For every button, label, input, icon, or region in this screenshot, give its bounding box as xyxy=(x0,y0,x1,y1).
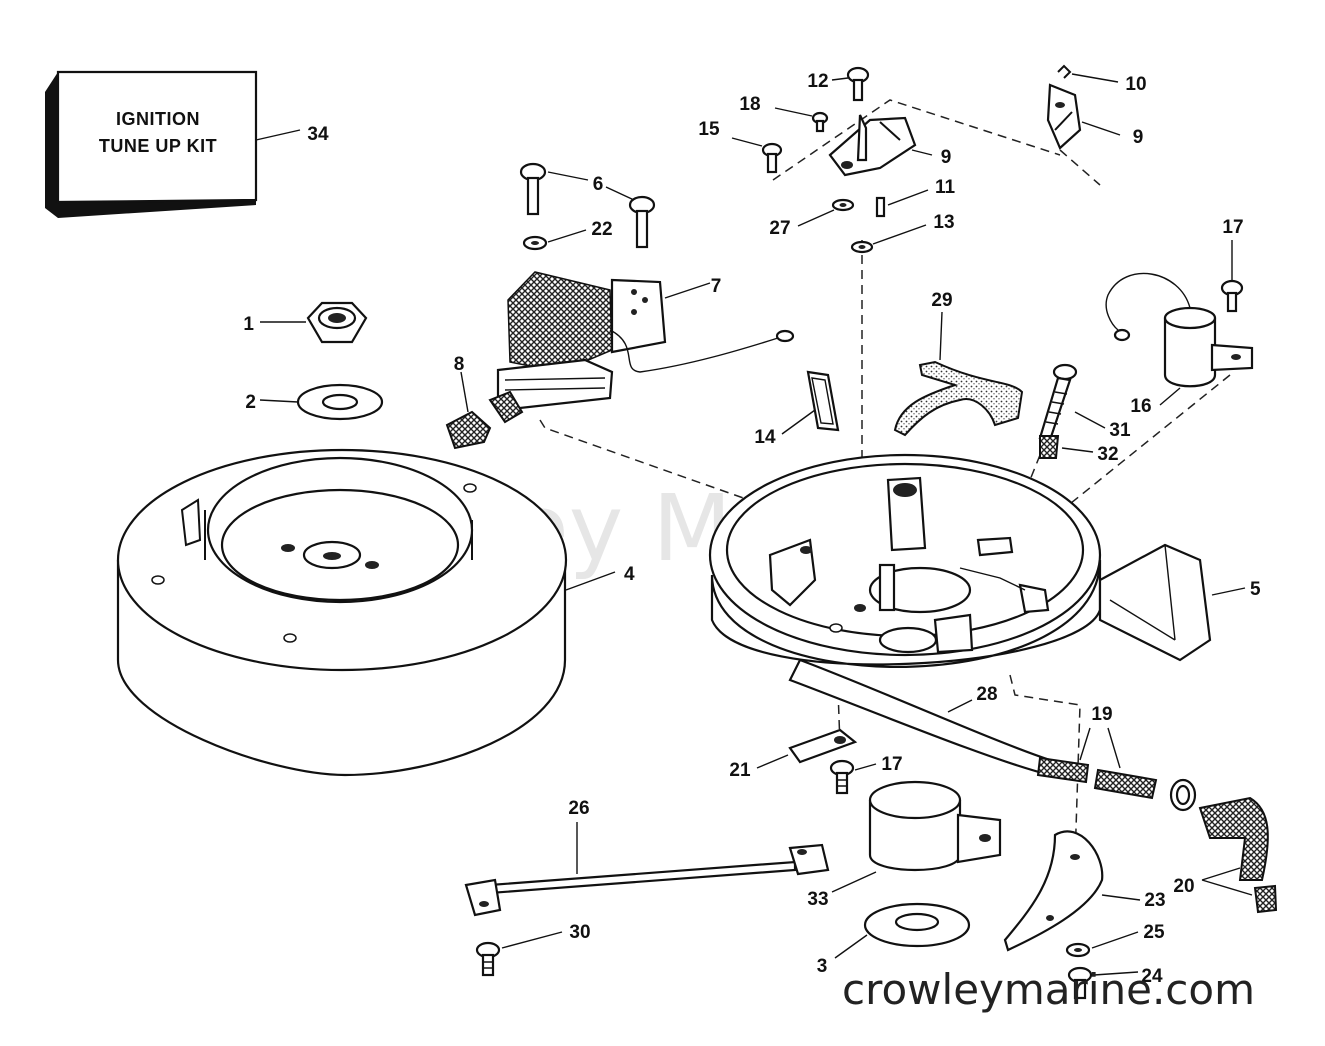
callout-17a: 17 xyxy=(1222,217,1243,238)
part-5-armature-plate xyxy=(708,453,1246,668)
callout-13: 13 xyxy=(933,212,954,233)
callout-26: 26 xyxy=(568,798,589,819)
part-4-flywheel xyxy=(116,448,616,777)
part-29-felt-pad xyxy=(893,311,1024,437)
callout-5: 5 xyxy=(1250,579,1261,600)
callout-23: 23 xyxy=(1144,890,1165,911)
callout-21: 21 xyxy=(729,760,751,781)
part-9-breaker-points-right xyxy=(1046,83,1121,150)
part-25-washer xyxy=(1065,931,1139,958)
part-3-washer xyxy=(834,902,971,959)
callout-25: 25 xyxy=(1143,922,1165,943)
callout-17b: 17 xyxy=(881,754,902,775)
callout-7: 7 xyxy=(711,276,722,297)
part-17-screw-bottom xyxy=(829,759,877,795)
part-10-clip xyxy=(1057,64,1119,83)
callout-31: 31 xyxy=(1109,420,1131,441)
callout-15: 15 xyxy=(698,119,720,140)
callout-34: 34 xyxy=(307,124,329,145)
callout-8: 8 xyxy=(454,354,465,375)
part-20-spark-plug-cap xyxy=(1198,796,1278,914)
kit-box-line1: IGNITION xyxy=(116,109,200,129)
callout-10: 10 xyxy=(1125,74,1146,95)
part-8-plug-boot xyxy=(445,371,492,450)
callout-24: 24 xyxy=(1141,966,1163,987)
part-19-boot xyxy=(1079,727,1197,812)
kit-box-line2: TUNE UP KIT xyxy=(99,136,217,156)
part-11-pin xyxy=(875,189,929,218)
callout-16: 16 xyxy=(1130,396,1151,417)
part-26-ground-lead xyxy=(464,822,830,917)
callout-30: 30 xyxy=(569,922,590,943)
part-12-screw xyxy=(831,66,870,102)
part-22-washer xyxy=(522,229,587,251)
part-7-ignition-coil xyxy=(488,271,795,424)
callout-9a: 9 xyxy=(941,147,952,168)
part-18-screw xyxy=(774,107,829,133)
callout-33: 33 xyxy=(807,889,828,910)
callout-2: 2 xyxy=(245,392,256,413)
callout-29: 29 xyxy=(931,290,952,311)
callout-9b: 9 xyxy=(1133,127,1144,148)
callout-labels: 1 2 3 4 5 6 7 8 9 9 10 11 12 13 14 15 16… xyxy=(243,71,1261,987)
part-14-gasket xyxy=(781,370,840,435)
callout-20: 20 xyxy=(1173,876,1194,897)
callout-11: 11 xyxy=(935,177,956,198)
callout-6: 6 xyxy=(593,174,604,195)
watermark-url: crowleymarine.com xyxy=(842,965,1255,1014)
part-31-screw xyxy=(1038,363,1106,442)
part-15-screw xyxy=(731,137,783,174)
part-32-spring xyxy=(1039,435,1094,459)
part-13-washer xyxy=(850,224,927,254)
part-1-nut xyxy=(260,301,368,344)
callout-32: 32 xyxy=(1097,444,1118,465)
callout-1: 1 xyxy=(243,314,254,335)
callout-18: 18 xyxy=(739,94,760,115)
part-30-screw xyxy=(475,931,563,977)
part-6-screws xyxy=(519,162,656,249)
callout-27: 27 xyxy=(769,218,790,239)
callout-19: 19 xyxy=(1091,704,1112,725)
part-2-washer xyxy=(259,383,384,421)
part-9-breaker-points-left xyxy=(828,114,933,177)
callout-14: 14 xyxy=(754,427,776,448)
part-17-screw-top xyxy=(1220,240,1244,313)
part-21-terminal-clip xyxy=(756,728,858,769)
part-16-condenser xyxy=(1105,272,1254,406)
callout-22: 22 xyxy=(591,219,612,240)
part-28-spark-plug-lead xyxy=(788,658,1090,784)
part-33-retainer xyxy=(831,780,1002,893)
part-23-lever xyxy=(1003,830,1141,952)
part-34-tune-up-kit-box: IGNITION TUNE UP KIT xyxy=(45,70,301,218)
callout-28: 28 xyxy=(976,684,997,705)
callout-12: 12 xyxy=(807,71,828,92)
callout-3: 3 xyxy=(817,956,828,977)
part-24-screw xyxy=(1067,966,1139,1000)
callout-4: 4 xyxy=(624,564,635,585)
part-27-washer xyxy=(797,198,855,227)
